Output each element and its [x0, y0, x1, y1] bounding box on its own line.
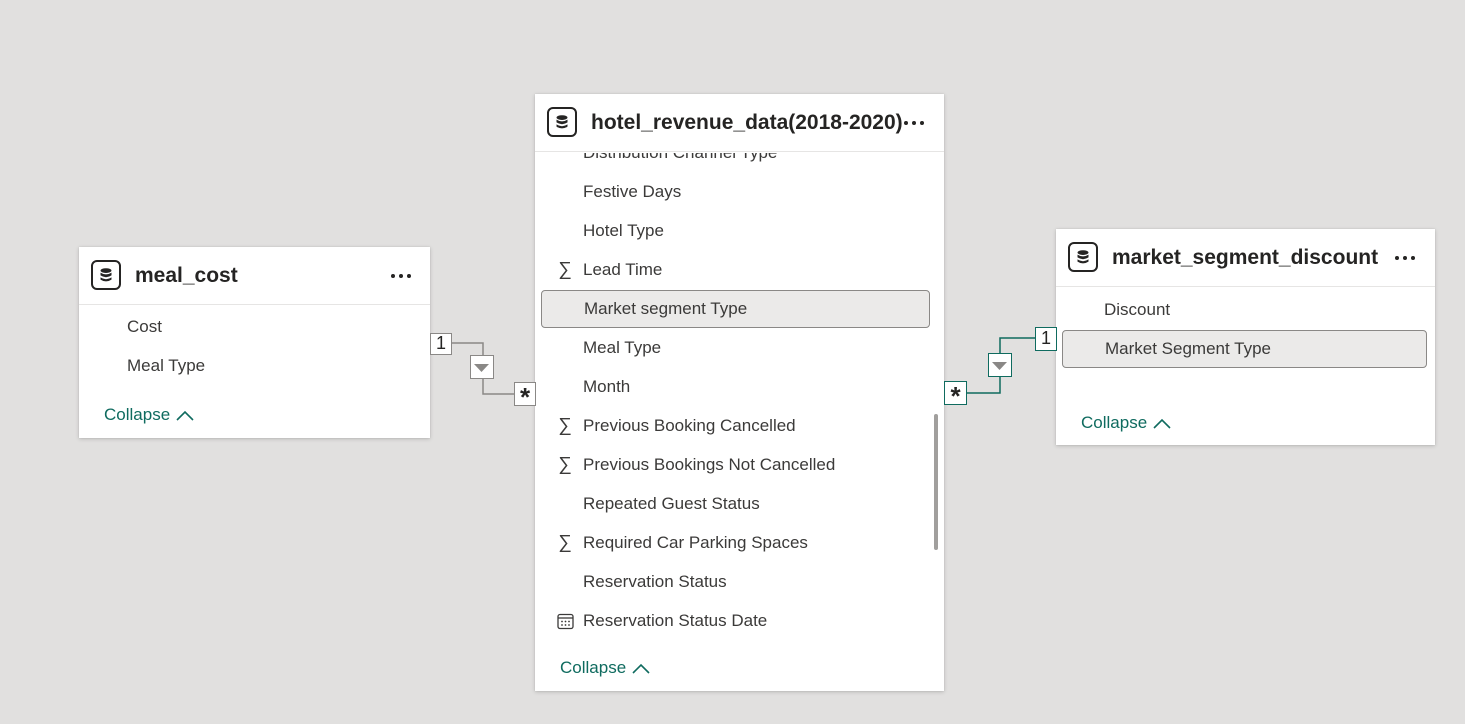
- collapse-button[interactable]: Collapse: [1081, 413, 1171, 434]
- chevron-up-icon: [1153, 414, 1171, 434]
- field-item[interactable]: ∑ Previous Bookings Not Cancelled: [535, 446, 944, 484]
- relationship-many-label[interactable]: *: [944, 381, 967, 410]
- table-icon: [91, 260, 121, 290]
- more-options-icon[interactable]: [1392, 251, 1418, 265]
- field-item[interactable]: Repeated Guest Status: [535, 485, 944, 523]
- field-label: Market segment Type: [584, 299, 748, 318]
- field-item[interactable]: Meal Type: [79, 347, 430, 385]
- field-label: Festive Days: [583, 182, 682, 201]
- field-label: Discount: [1104, 300, 1171, 319]
- table-icon: [1068, 242, 1098, 272]
- table-header[interactable]: market_segment_discount: [1056, 229, 1435, 287]
- table-title: hotel_revenue_data(2018-2020): [591, 111, 903, 134]
- field-label: Distribution Channel Type: [583, 153, 777, 172]
- table-title: market_segment_discount: [1112, 246, 1379, 269]
- chevron-up-icon: [632, 659, 650, 679]
- more-options-icon[interactable]: [901, 116, 927, 130]
- relationship-one-label[interactable]: 1: [430, 333, 452, 355]
- relationship-one-label[interactable]: 1: [1035, 327, 1057, 351]
- chevron-up-icon: [176, 406, 194, 426]
- table-header[interactable]: meal_cost: [79, 247, 430, 305]
- scrollbar[interactable]: [934, 414, 938, 550]
- field-item-selected[interactable]: Market segment Type: [541, 290, 930, 328]
- collapse-label: Collapse: [560, 658, 627, 677]
- field-label: Lead Time: [583, 260, 663, 279]
- field-item[interactable]: Hotel Type: [535, 212, 944, 250]
- table-header[interactable]: hotel_revenue_data(2018-2020): [535, 94, 944, 152]
- filter-direction-icon[interactable]: [470, 355, 494, 379]
- sigma-icon: ∑: [558, 454, 572, 475]
- field-item[interactable]: Meal Type: [535, 329, 944, 367]
- filter-direction-icon[interactable]: [988, 353, 1012, 377]
- field-item[interactable]: Distribution Channel Type: [535, 153, 944, 172]
- table-icon: [547, 107, 577, 137]
- relationship-many-label[interactable]: *: [514, 382, 536, 411]
- table-card-meal-cost[interactable]: meal_cost Cost Meal Type Collapse: [79, 247, 430, 438]
- field-label: Required Car Parking Spaces: [583, 533, 808, 552]
- field-item[interactable]: Cost: [79, 308, 430, 346]
- field-item[interactable]: ∑ Previous Booking Cancelled: [535, 407, 944, 445]
- collapse-label: Collapse: [104, 405, 171, 424]
- table-card-market-segment-discount[interactable]: market_segment_discount Discount Market …: [1056, 229, 1435, 445]
- field-item[interactable]: Festive Days: [535, 173, 944, 211]
- field-label: Previous Bookings Not Cancelled: [583, 455, 836, 474]
- sigma-icon: ∑: [558, 415, 572, 436]
- field-item[interactable]: ∑ Required Car Parking Spaces: [535, 524, 944, 562]
- field-label: Meal Type: [127, 356, 206, 375]
- field-item[interactable]: Discount: [1056, 291, 1435, 329]
- field-label: Reservation Status: [583, 572, 727, 591]
- field-item-selected[interactable]: Market Segment Type: [1062, 330, 1427, 368]
- collapse-button[interactable]: Collapse: [104, 405, 194, 426]
- table-title: meal_cost: [135, 264, 238, 287]
- field-label: Reservation Status Date: [583, 611, 768, 630]
- field-label: Repeated Guest Status: [583, 494, 760, 513]
- collapse-button[interactable]: Collapse: [560, 658, 650, 679]
- field-item[interactable]: Month: [535, 368, 944, 406]
- collapse-label: Collapse: [1081, 413, 1148, 432]
- field-label: Hotel Type: [583, 221, 664, 240]
- more-options-icon[interactable]: [388, 269, 414, 283]
- field-list[interactable]: Distribution Channel Type Festive DaysHo…: [535, 153, 944, 647]
- calendar-icon: [555, 602, 575, 640]
- sigma-icon: ∑: [558, 532, 572, 553]
- field-label: Market Segment Type: [1105, 339, 1271, 358]
- field-label: Cost: [127, 317, 162, 336]
- field-label: Previous Booking Cancelled: [583, 416, 796, 435]
- field-item[interactable]: Reservation Status: [535, 563, 944, 601]
- field-item[interactable]: ∑ Lead Time: [535, 251, 944, 289]
- field-label: Meal Type: [583, 338, 662, 357]
- field-label: Month: [583, 377, 631, 396]
- sigma-icon: ∑: [558, 259, 572, 280]
- table-card-hotel-revenue[interactable]: hotel_revenue_data(2018-2020) Distributi…: [535, 94, 944, 691]
- field-item[interactable]: Reservation Status Date: [535, 602, 944, 640]
